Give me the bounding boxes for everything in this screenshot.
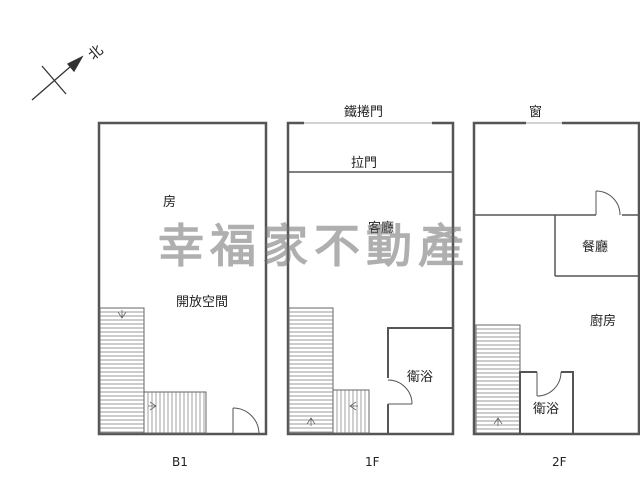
f2-bathroom-label: 衛浴 — [533, 402, 559, 417]
stair-arrow-icon — [306, 401, 358, 426]
f2-floor-label: 2F — [552, 455, 567, 469]
north-arrow-icon — [31, 55, 84, 101]
f2-outer-wall — [472, 121, 640, 436]
floor-2f: 窗 餐廳 廚房 衛浴 2F — [472, 104, 640, 469]
b1-door-icon — [232, 407, 260, 435]
f1-stair-vertical — [288, 307, 334, 434]
stair-arrow-icon — [493, 417, 503, 426]
f2-bathroom-door-icon — [536, 370, 562, 397]
north-label: 北 — [86, 42, 107, 63]
f2-window-label: 窗 — [529, 104, 542, 120]
b1-room-label: 房 — [163, 194, 176, 210]
f2-door-icon — [595, 190, 621, 216]
floor-1f: 鐵捲門 拉門 客廳 衛浴 1F — [286, 104, 455, 469]
f2-stair-vertical — [475, 324, 521, 434]
f1-bathroom-label: 衛浴 — [407, 370, 433, 385]
b1-open-space-label: 開放空間 — [176, 295, 228, 310]
b1-floor-label: B1 — [172, 455, 188, 469]
f1-rolling-door-label: 鐵捲門 — [344, 104, 383, 120]
f1-sliding-door-label: 拉門 — [351, 156, 377, 171]
f2-kitchen-label: 廚房 — [590, 313, 616, 329]
f2-dining-room-label: 餐廳 — [582, 239, 608, 255]
b1-outer-wall — [97, 121, 268, 436]
floor-b1: 房 開放空間 B1 — [97, 121, 268, 469]
f1-bathroom-door-icon — [386, 378, 413, 405]
f1-stair-horizontal — [332, 389, 370, 434]
f1-floor-label: 1F — [365, 455, 380, 469]
watermark: 幸福家不動產 — [158, 219, 470, 273]
b1-stair-horizontal — [143, 391, 207, 434]
f1-living-room-label: 客廳 — [368, 220, 394, 236]
f2-dining-walls — [474, 214, 639, 277]
stair-arrow-icon — [117, 310, 157, 411]
b1-stair-vertical — [99, 307, 145, 434]
